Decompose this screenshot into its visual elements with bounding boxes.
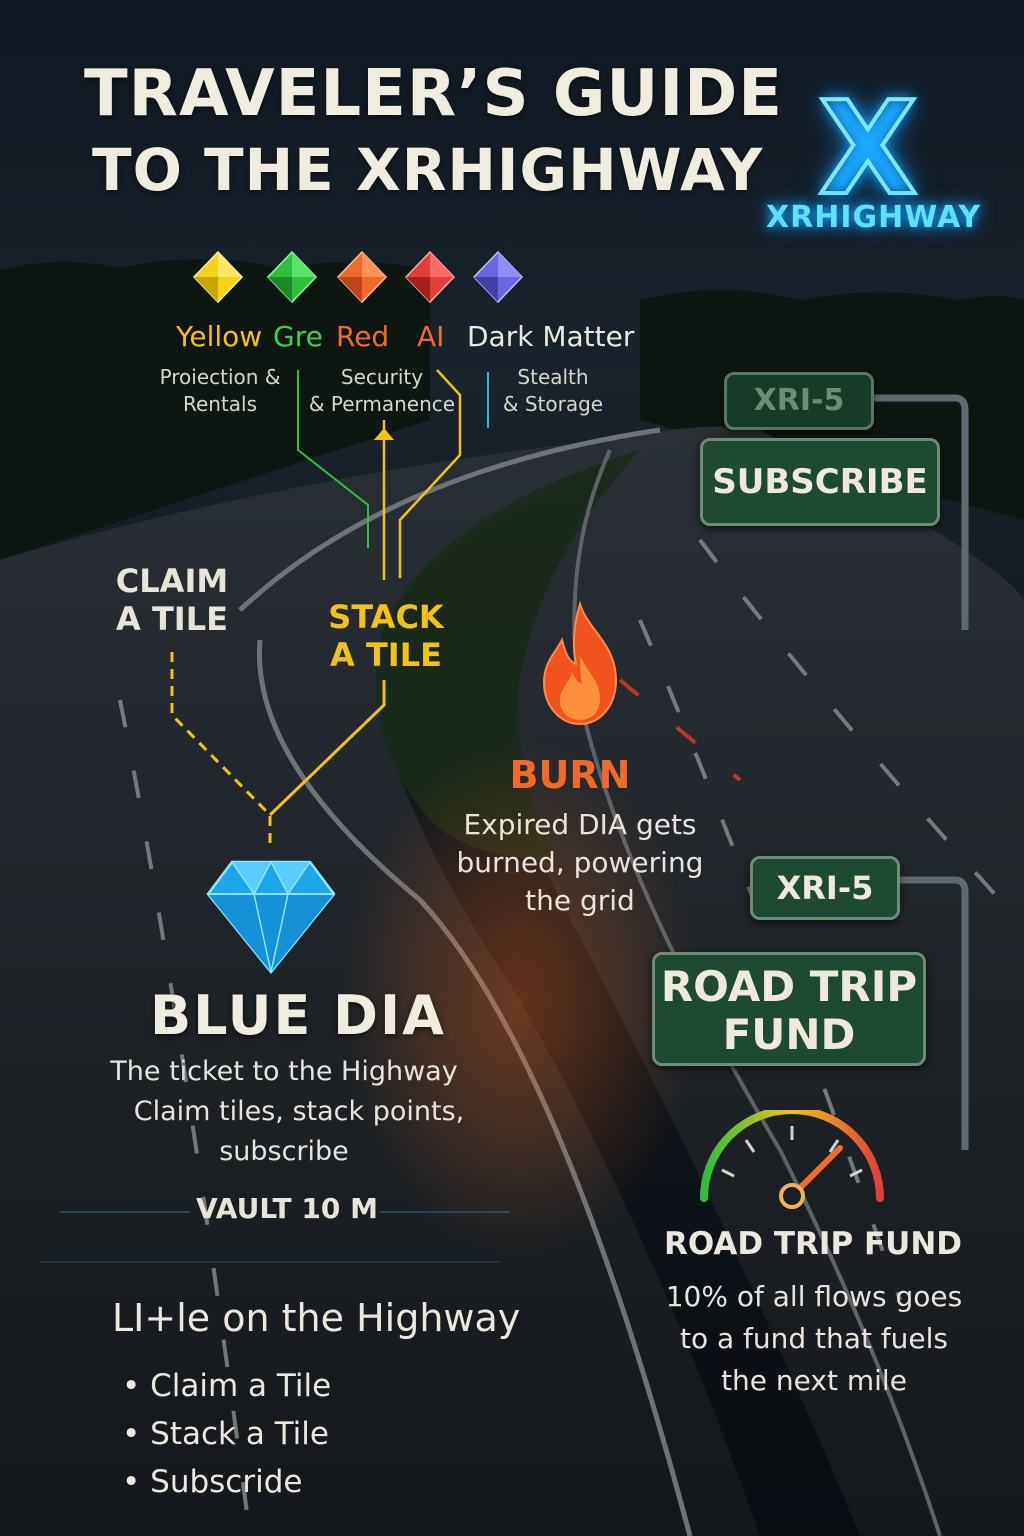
stack-tile-callout: STACK A TILE (326, 598, 446, 674)
list-item-label: Stack a Tile (150, 1416, 329, 1452)
blue-diamond-icon (206, 860, 336, 974)
vault-amount: VAULT 10 M (196, 1192, 378, 1225)
blue-dia-line1: The ticket to the Highway (110, 1056, 458, 1087)
gem-label-yellow: Yellow (176, 320, 263, 353)
route-sign-bottom: XRI-5 (750, 856, 900, 920)
subscribe-sign[interactable]: SUBSCRIBE (700, 438, 940, 526)
claim-line2: A TILE (116, 600, 228, 638)
fund-line3: the next mile (721, 1364, 907, 1397)
projection-description: Proiection & Rentals (154, 364, 286, 418)
projection-line2: Rentals (182, 392, 258, 416)
list-item: • Stack a Tile (122, 1416, 329, 1452)
life-heading: LI+le on the Highway (112, 1296, 521, 1340)
blue-dia-line2: Claim tiles, stack points, (133, 1096, 465, 1127)
burn-title: BURN (509, 753, 631, 797)
list-item: • Subscride (122, 1464, 303, 1500)
security-description: Security & Permanence (306, 364, 458, 418)
red-gem-icon (404, 250, 456, 304)
list-item-label: Claim a Tile (150, 1368, 332, 1404)
burn-line2: burned, powering (456, 846, 704, 879)
burn-line1: Expired DIA gets (463, 808, 697, 841)
blue-dia-line3: subscribe (219, 1136, 349, 1167)
route-sign-top: XRI-5 (724, 372, 874, 430)
security-line2: & Permanence (308, 392, 456, 416)
gem-label-green: Gre (273, 320, 323, 353)
stealth-description: Stealth & Storage (498, 364, 608, 418)
road-trip-fund-title: ROAD TRIP FUND (664, 1226, 962, 1262)
fund-sign-line1: ROAD TRIP (660, 962, 918, 1011)
xrhighway-logo-icon: X (817, 75, 920, 224)
burn-description: Expired DIA gets burned, powering the gr… (440, 806, 720, 920)
claim-line1: CLAIM (115, 562, 229, 600)
orange-gem-icon (336, 250, 388, 304)
life-list: • Claim a Tile • Stack a Tile • Subscrid… (122, 1362, 331, 1506)
road-trip-fund-sign: ROAD TRIP FUND (652, 952, 926, 1066)
gem-label-red: Red (336, 320, 390, 353)
list-item-label: Subscride (150, 1464, 303, 1500)
page-title: TRAVELER’S GUIDE (84, 57, 783, 131)
list-item: • Claim a Tile (122, 1368, 332, 1404)
claim-tile-callout: CLAIM A TILE (110, 562, 234, 638)
page-subtitle: TO THE XRHIGHWAY (92, 136, 764, 204)
blue-dia-title: BLUE DIA (150, 984, 446, 1047)
gem-label-ai: AI (417, 320, 445, 353)
fund-line1: 10% of all flows goes (665, 1280, 963, 1313)
fund-line2: to a fund that fuels (679, 1322, 949, 1355)
speedometer-icon (700, 1110, 884, 1209)
security-line1: Security (340, 365, 424, 389)
burn-line3: the grid (525, 884, 635, 917)
fund-sign-line2: FUND (722, 1010, 856, 1059)
brand-name: XRHIGHWAY (766, 200, 982, 235)
purple-gem-icon (472, 250, 524, 304)
gem-label-dark-matter: Dark Matter (467, 320, 635, 353)
road-trip-fund-description: 10% of all flows goes to a fund that fue… (664, 1276, 964, 1402)
stealth-line2: & Storage (502, 392, 604, 416)
stealth-line1: Stealth (517, 365, 589, 389)
blue-dia-description: The ticket to the Highway Claim tiles, s… (96, 1052, 472, 1172)
stack-line1: STACK (328, 598, 444, 636)
yellow-gem-icon (192, 250, 244, 304)
flame-icon (542, 600, 618, 726)
stack-line2: A TILE (330, 636, 442, 674)
green-gem-icon (266, 250, 318, 304)
projection-line1: Proiection & (159, 365, 281, 389)
